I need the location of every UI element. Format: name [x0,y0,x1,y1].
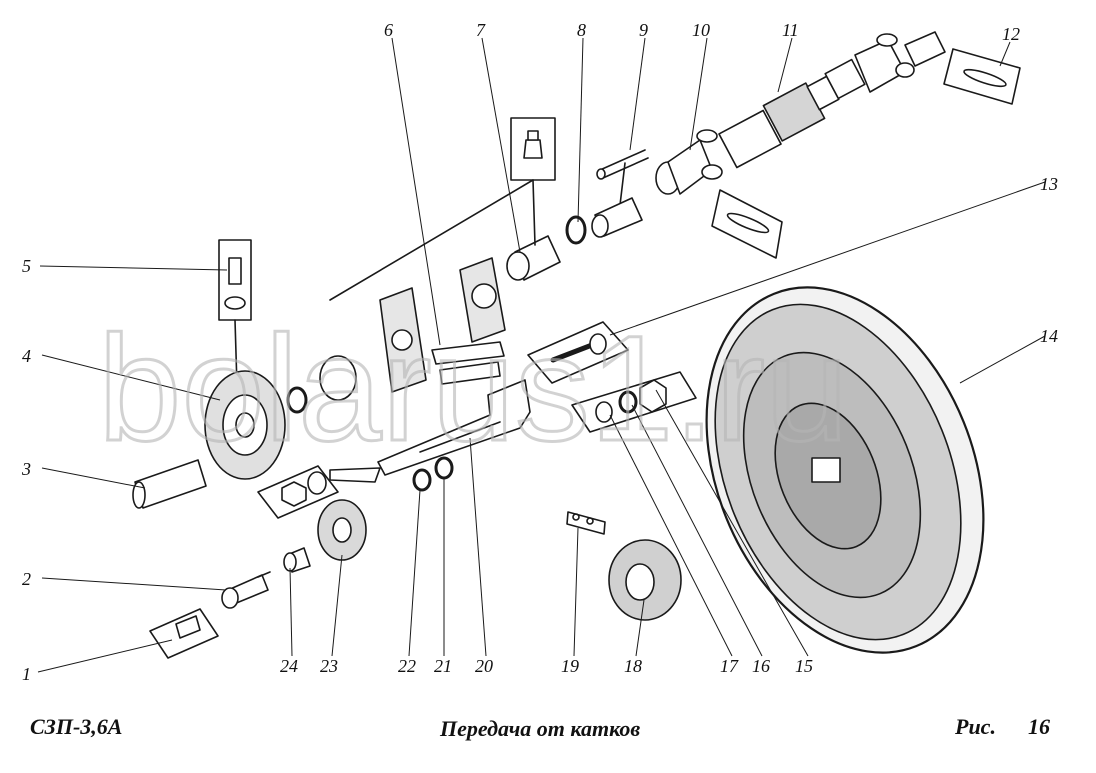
figure-prefix: Рис. [955,714,996,739]
label-20: 20 [475,656,493,676]
washer-22 [412,468,432,492]
label-7: 7 [476,20,486,40]
hub-with-bolt [218,239,357,421]
spring-pin [591,149,649,238]
figure-number: 16 [1028,714,1050,739]
label-16: 16 [752,656,770,676]
label-3: 3 [21,459,31,479]
label-14: 14 [1040,326,1058,346]
sleeve-7 [506,235,561,281]
nut-washer-group [571,371,697,433]
sprocket-23 [317,499,367,561]
axle-3 [132,459,207,509]
label-19: 19 [561,656,579,676]
label-23: 23 [320,656,338,676]
label-8: 8 [577,20,586,40]
cardan-shaft [655,31,1021,259]
label-10: 10 [692,20,710,40]
sprocket-4 [204,370,286,480]
model-label: СЗП-3,6А [30,714,123,739]
press-wheel-disc [705,286,985,654]
nut-washer-left [257,465,339,519]
bolt-13 [527,321,629,384]
grease-fitting-1 [149,608,219,659]
label-21: 21 [434,656,452,676]
bushing-24 [283,547,311,573]
part-labels: 1 2 3 4 5 6 7 8 9 10 11 12 13 14 15 16 1… [21,20,1058,684]
chain-link [566,511,606,535]
label-18: 18 [624,656,642,676]
label-9: 9 [639,20,648,40]
label-17: 17 [720,656,739,676]
label-22: 22 [398,656,416,676]
label-12: 12 [1002,24,1020,44]
label-11: 11 [782,20,799,40]
label-1: 1 [22,664,31,684]
grease-fitting-insert [329,117,556,301]
label-4: 4 [22,346,31,366]
label-13: 13 [1040,174,1058,194]
pin-2 [221,571,271,609]
label-15: 15 [795,656,813,676]
drawing-title: Передача от катков [440,716,641,741]
label-2: 2 [22,569,31,589]
washer-8 [565,215,587,245]
tension-arm [329,379,531,483]
leader-lines [37,37,1046,673]
watermark: bolarus1.ru [98,304,848,472]
bracket-plates [379,257,506,393]
label-24: 24 [280,656,298,676]
sprocket-18 [608,539,682,621]
label-5: 5 [22,256,31,276]
label-6: 6 [384,20,393,40]
